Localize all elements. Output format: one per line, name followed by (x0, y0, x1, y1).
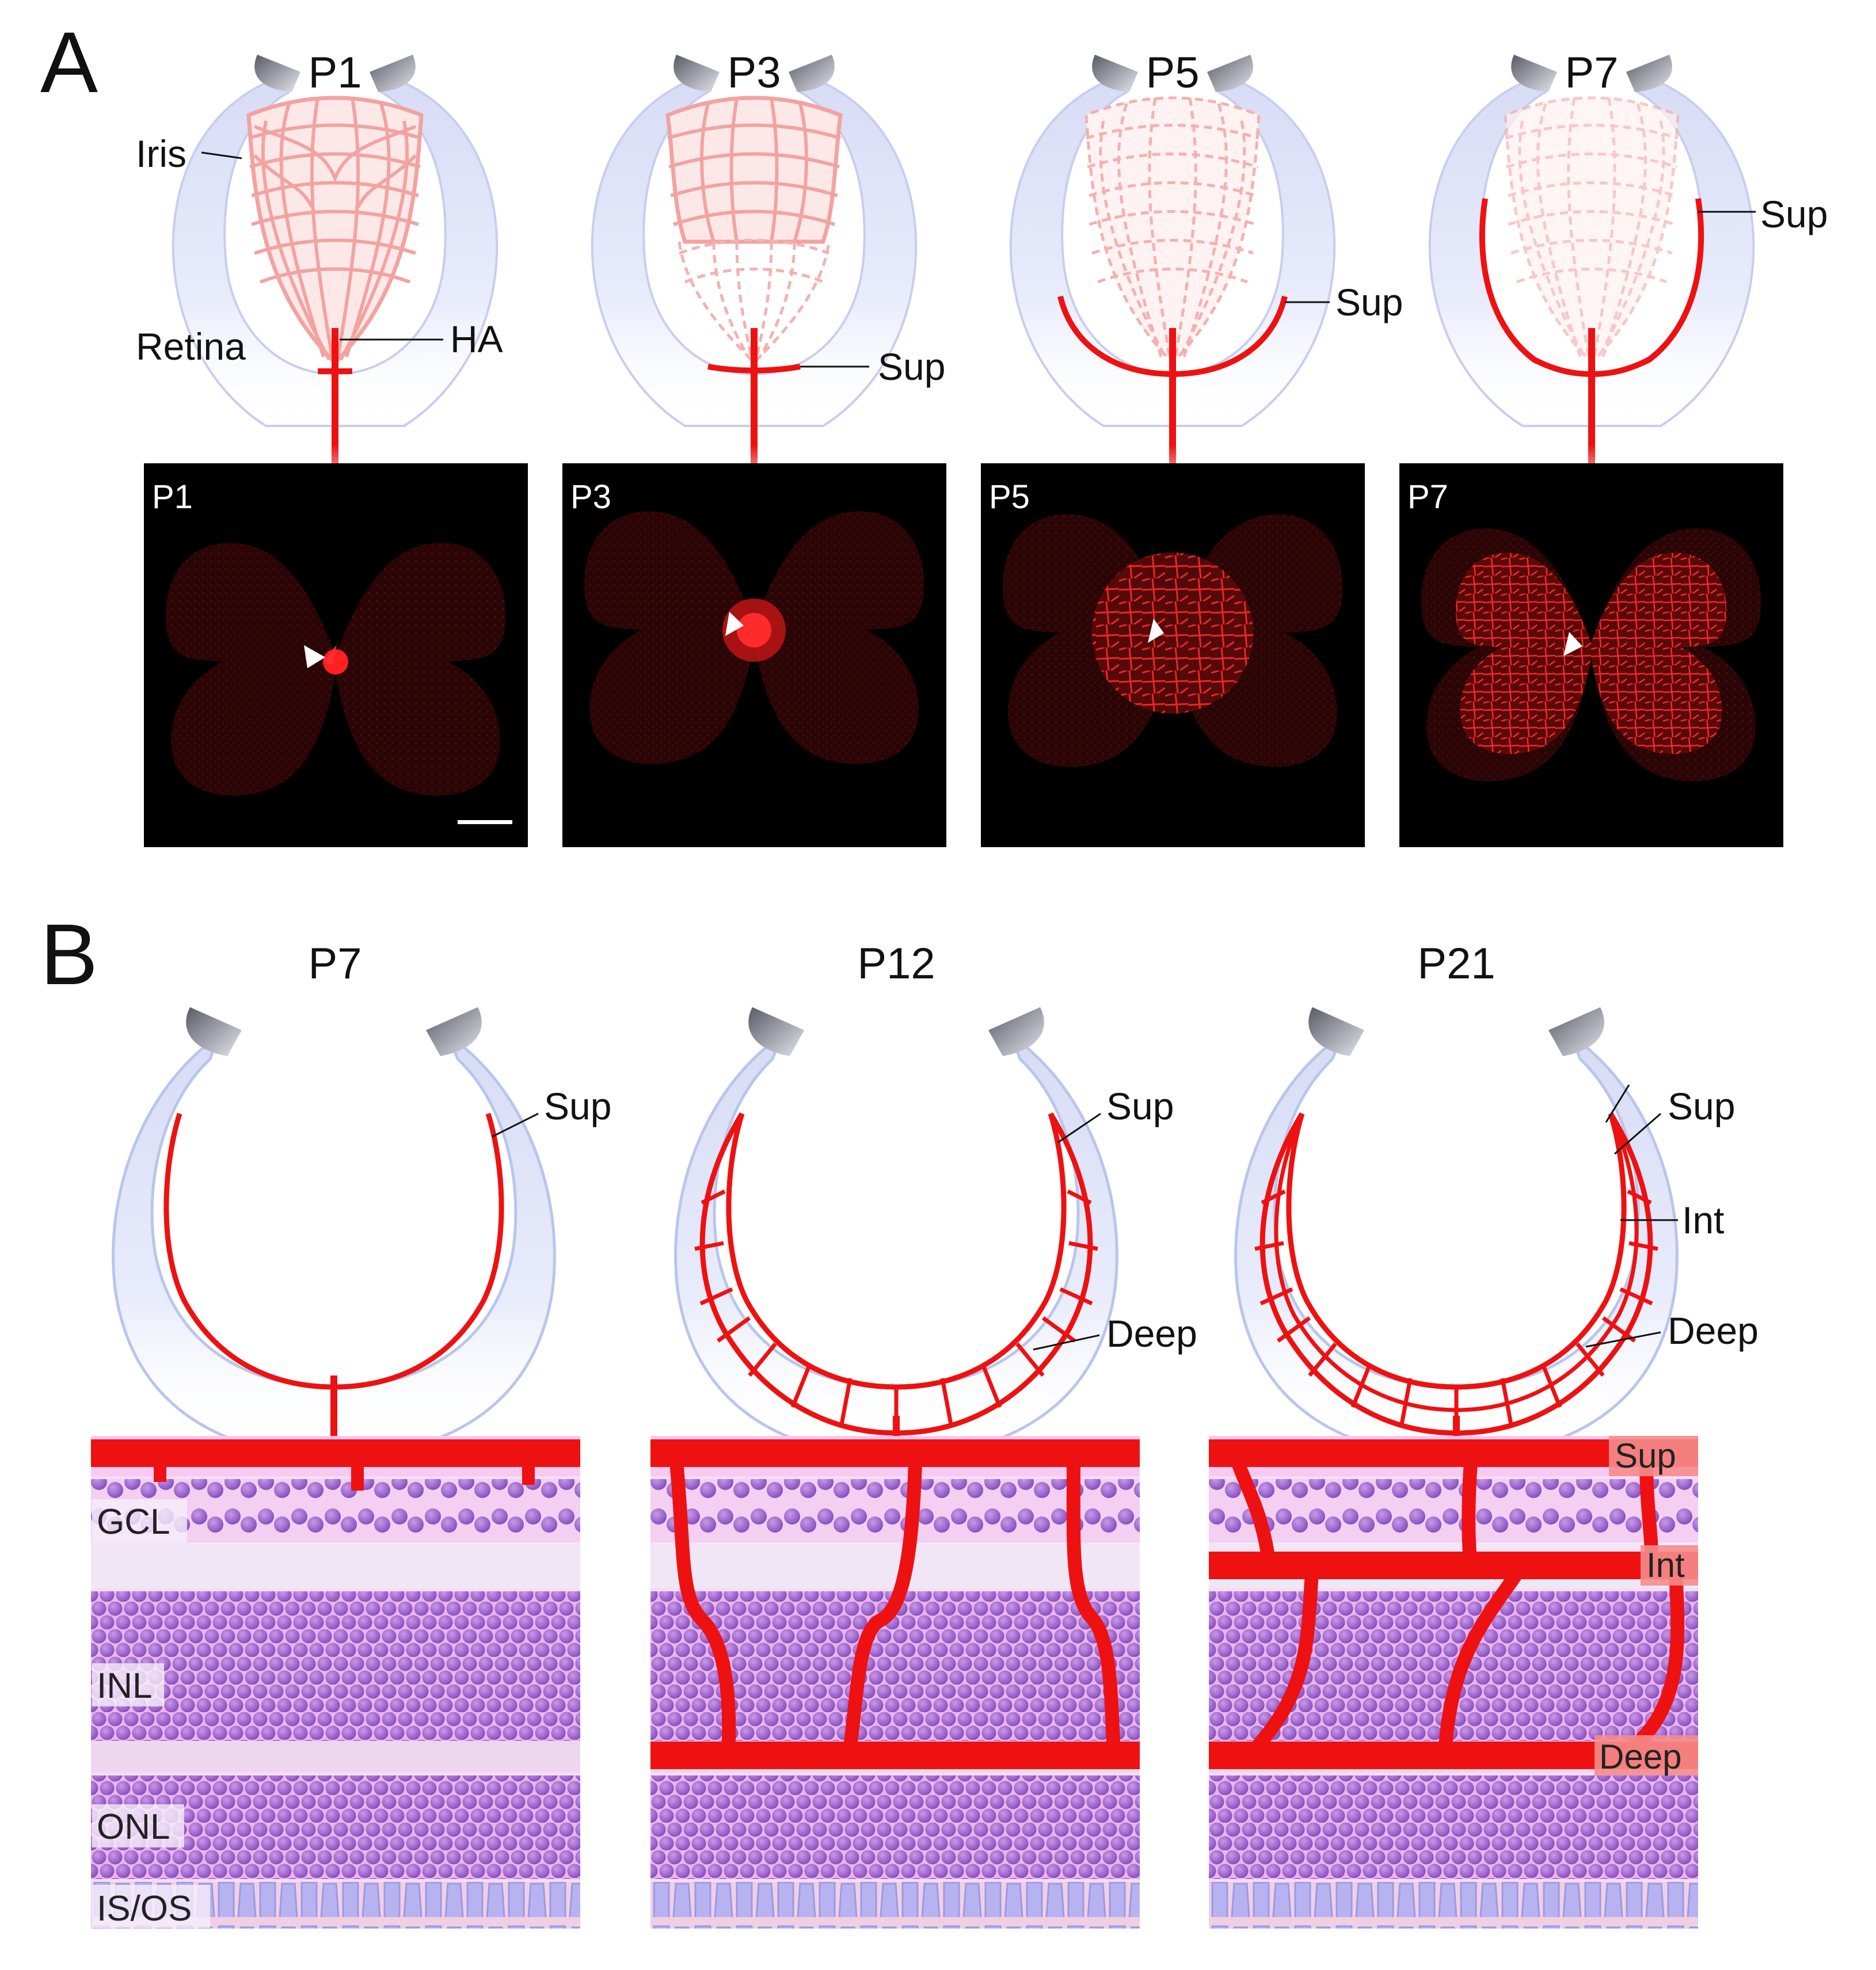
micrograph-p3: P3 (562, 463, 946, 847)
micrograph-p1: P1 (144, 463, 528, 847)
stage-title-p7: P7 (1565, 48, 1619, 97)
panel-b-letter: B (40, 906, 98, 1003)
stage-title-p1: P1 (309, 48, 362, 97)
label-sup-b-p7: Sup (544, 1085, 611, 1127)
label-deep-b-p21: Deep (1668, 1309, 1759, 1352)
section-b-p21: Sup Int Deep (1209, 1436, 1698, 1929)
section-b-p7: GCL INL ONL IS/OS (91, 1436, 580, 1929)
schematic-a-p7 (1428, 54, 1755, 495)
panel-a-letter: A (40, 14, 98, 110)
label-sup-a-p3: Sup (878, 345, 945, 388)
stage-title-b-p12: P12 (857, 939, 935, 988)
layer-onl-p7: ONL (97, 1807, 170, 1847)
vessel-label-sup: Sup (1615, 1436, 1676, 1475)
layer-gcl-p7: GCL (97, 1502, 170, 1542)
layer-inl-p7: INL (97, 1666, 152, 1706)
schematic-a-p1 (172, 54, 499, 495)
callouts-panel-a: Iris Retina HA Sup Sup Sup (136, 132, 1828, 388)
callouts-panel-b: Sup Sup Deep Sup Int Deep (492, 1084, 1759, 1355)
label-retina: Retina (136, 325, 246, 368)
layer-isos-p7: IS/OS (97, 1889, 192, 1929)
label-sup-a-p5: Sup (1335, 281, 1403, 323)
micrograph-p5: P5 (981, 463, 1365, 847)
vessel-label-int: Int (1646, 1546, 1685, 1584)
vessel-label-deep: Deep (1599, 1737, 1681, 1776)
schematic-a-p5 (1009, 54, 1336, 495)
micrograph-p7: P7 (1399, 463, 1783, 847)
label-int-b-p21: Int (1682, 1199, 1724, 1241)
stage-title-p3: P3 (728, 48, 781, 97)
stage-title-b-p21: P21 (1417, 939, 1495, 988)
micrograph-label-p1: P1 (152, 478, 193, 516)
stage-title-p5: P5 (1146, 48, 1200, 97)
schematic-b-p21 (1236, 1007, 1677, 1531)
micrograph-label-p7: P7 (1407, 478, 1448, 516)
label-sup-a-p7: Sup (1760, 193, 1828, 235)
label-sup-b-p21: Sup (1668, 1085, 1735, 1127)
label-ha: HA (450, 318, 503, 360)
micrograph-label-p3: P3 (570, 478, 611, 516)
schematic-a-p3 (591, 54, 918, 495)
stage-title-b-p7: P7 (309, 939, 362, 988)
micrograph-label-p5: P5 (989, 478, 1030, 516)
label-iris: Iris (136, 132, 187, 175)
label-deep-b-p12: Deep (1106, 1312, 1197, 1355)
section-b-p12 (650, 1436, 1140, 1929)
label-sup-b-p12: Sup (1106, 1085, 1174, 1127)
